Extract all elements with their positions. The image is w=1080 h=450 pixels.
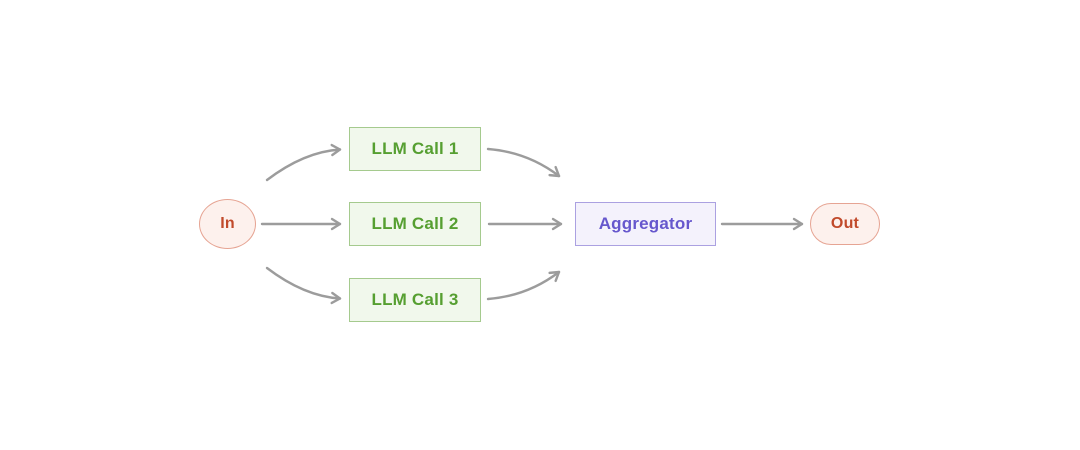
arrow-in-to-llm-call-3 bbox=[265, 266, 342, 305]
node-in: In bbox=[199, 199, 256, 249]
node-out-label: Out bbox=[830, 215, 860, 232]
node-aggregator-label: Aggregator bbox=[598, 214, 693, 233]
node-llm-call-3-label: LLM Call 3 bbox=[371, 290, 459, 309]
node-llm-call-2-label: LLM Call 2 bbox=[371, 214, 459, 233]
arrow-in-to-llm-call-1 bbox=[265, 143, 342, 182]
node-aggregator: Aggregator bbox=[575, 202, 716, 246]
arrow-llm-call-1-to-aggregator bbox=[486, 147, 561, 178]
arrow-llm-call-3-to-aggregator bbox=[486, 270, 561, 301]
node-llm-call-3: LLM Call 3 bbox=[349, 278, 481, 322]
node-llm-call-1: LLM Call 1 bbox=[349, 127, 481, 171]
node-in-label: In bbox=[220, 215, 235, 232]
node-llm-call-2: LLM Call 2 bbox=[349, 202, 481, 246]
node-llm-call-1-label: LLM Call 1 bbox=[371, 139, 459, 158]
node-out: Out bbox=[810, 203, 880, 245]
